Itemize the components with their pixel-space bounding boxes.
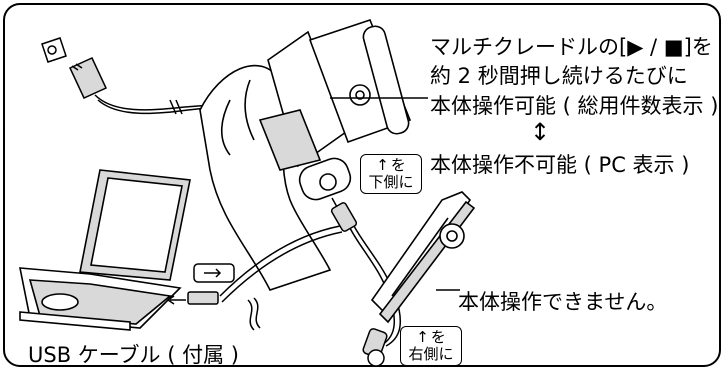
- callout-top-text-a: を: [390, 156, 406, 174]
- callout-bottom-text-a: を: [430, 328, 446, 346]
- leader-lines: [330, 97, 460, 291]
- laptop-icon: [19, 169, 191, 331]
- hand-with-cradle: [199, 19, 412, 291]
- bottom-plug: [362, 328, 388, 367]
- up-arrow-icon: ↑: [416, 328, 429, 346]
- instruction-line-2: 約 2 秒間押し続けるたびに: [430, 64, 688, 88]
- main-unit-label: 本体操作できません。: [458, 290, 668, 314]
- state-off-label: 本体操作不可能 ( PC 表示 ): [430, 153, 690, 177]
- toggle-arrow-icon: ↕: [530, 118, 551, 146]
- callout-bottom: ↑ を 右側に: [400, 326, 462, 366]
- state-on-label: 本体操作可能 ( 総用件数表示 ): [430, 94, 719, 118]
- callout-top: ↑ を 下側に: [360, 154, 422, 194]
- instruction-line-1: マルチクレードルの[▶ / ■]を: [430, 35, 713, 59]
- usb-cable-label: USB ケーブル ( 付属 ): [28, 343, 239, 367]
- callout-bottom-text-b: 右側に: [408, 345, 454, 363]
- callout-top-text-b: 下側に: [368, 173, 414, 191]
- usb-plug: [166, 263, 235, 305]
- recorder-main-unit: [370, 191, 476, 324]
- up-arrow-icon: ↑: [376, 156, 389, 174]
